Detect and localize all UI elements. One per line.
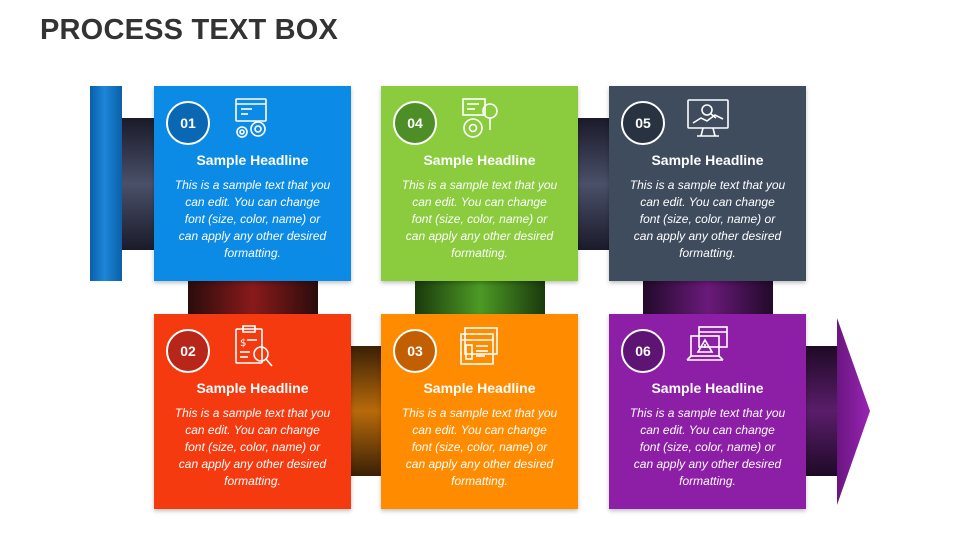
gear-search-icon xyxy=(457,96,503,142)
card-headline: Sample Headline xyxy=(196,152,309,168)
card-body-text: This is a sample text that you can edit.… xyxy=(401,406,558,488)
card-headline: Sample Headline xyxy=(651,380,764,396)
invoice-search-icon: $ xyxy=(230,324,276,370)
process-card-06: 06 Sample Headline This is a sample text… xyxy=(609,314,806,509)
settings-dashboard-icon xyxy=(230,96,276,142)
flow-start-bar xyxy=(90,86,122,281)
documents-icon xyxy=(457,324,503,370)
monitor-analytics-icon xyxy=(685,96,731,142)
card-headline: Sample Headline xyxy=(423,152,536,168)
card-headline: Sample Headline xyxy=(423,380,536,396)
laptop-warning-icon xyxy=(685,324,731,370)
process-card-02: 02 $ Sample Headline This is a sample te… xyxy=(154,314,351,509)
step-number-badge: 06 xyxy=(621,329,665,373)
card-headline: Sample Headline xyxy=(651,152,764,168)
step-number-badge: 04 xyxy=(393,101,437,145)
process-card-04: 04 Sample Headline This is a sample text… xyxy=(381,86,578,281)
card-body-text: This is a sample text that you can edit.… xyxy=(629,178,786,260)
card-body-text: This is a sample text that you can edit.… xyxy=(174,406,331,488)
process-card-03: 03 Sample Headline This is a sample text… xyxy=(381,314,578,509)
card-body-text: This is a sample text that you can edit.… xyxy=(174,178,331,260)
flow-end-arrow xyxy=(837,318,870,505)
process-card-01: 01 Sample Headline This is a sample text… xyxy=(154,86,351,281)
step-number-badge: 05 xyxy=(621,101,665,145)
process-card-05: 05 Sample Headline This is a sample text… xyxy=(609,86,806,281)
step-number-badge: 03 xyxy=(393,329,437,373)
card-body-text: This is a sample text that you can edit.… xyxy=(629,406,786,488)
card-body-text: This is a sample text that you can edit.… xyxy=(401,178,558,260)
page-title: PROCESS TEXT BOX xyxy=(40,14,339,46)
step-number-badge: 01 xyxy=(166,101,210,145)
card-headline: Sample Headline xyxy=(196,380,309,396)
step-number-badge: 02 xyxy=(166,329,210,373)
svg-text:$: $ xyxy=(240,338,246,349)
